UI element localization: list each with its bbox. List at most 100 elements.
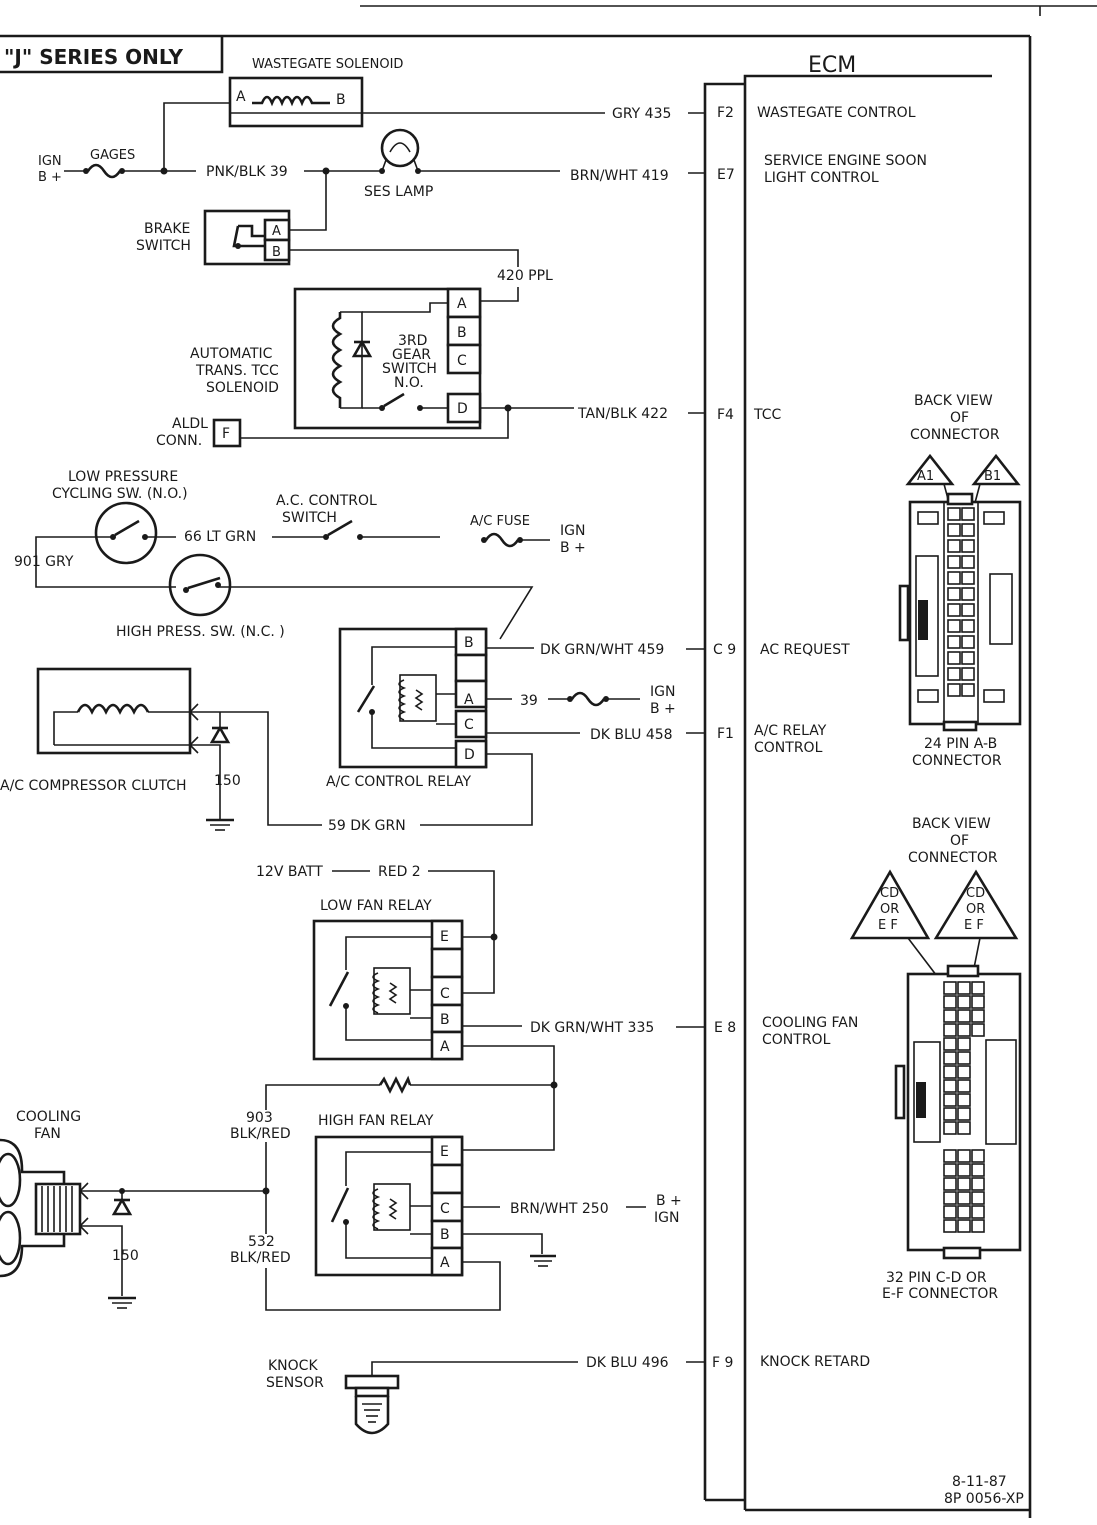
connector-24pin: BACK VIEW OF CONNECTOR A1 B1 xyxy=(898,393,1022,769)
svg-text:A: A xyxy=(464,692,474,708)
svg-text:B: B xyxy=(336,92,346,108)
svg-text:OR: OR xyxy=(966,902,985,917)
wire-dkgrnwht335: DK GRN/WHT 335 xyxy=(530,1020,654,1036)
circuit-fan-1: COOLING FAN xyxy=(762,1015,858,1031)
wire-150b: 150 xyxy=(112,1248,139,1264)
svg-text:IGN: IGN xyxy=(560,523,585,539)
ecm-block: ECM 8-11-87 8P 0056-XP xyxy=(703,53,1030,1512)
brake-switch: BRAKE SWITCH A B 420 PPL xyxy=(136,171,553,302)
svg-text:OF: OF xyxy=(950,833,969,849)
svg-text:CYCLING SW. (N.O.): CYCLING SW. (N.O.) xyxy=(52,486,188,502)
wire-39: 39 xyxy=(520,693,538,709)
circuit-ac-request: AC REQUEST xyxy=(760,642,850,658)
wire-gry435: GRY 435 xyxy=(612,106,671,122)
circuit-fan-2: CONTROL xyxy=(762,1032,831,1048)
ses-lamp-label: SES LAMP xyxy=(364,184,433,200)
svg-text:B +: B + xyxy=(656,1193,682,1209)
svg-text:E F: E F xyxy=(878,918,898,933)
wire-420ppl: 420 PPL xyxy=(497,268,553,284)
circuit-ac-relay-1: A/C RELAY xyxy=(754,723,827,739)
svg-text:12V BATT: 12V BATT xyxy=(256,864,323,880)
ecm-circuits: WASTEGATE CONTROL SERVICE ENGINE SOON LI… xyxy=(753,105,927,1370)
svg-text:BRAKE: BRAKE xyxy=(144,221,190,237)
ac-fuse-label: A/C FUSE xyxy=(470,514,530,529)
wire-dkblu458: DK BLU 458 xyxy=(590,727,673,743)
svg-text:E-F CONNECTOR: E-F CONNECTOR xyxy=(882,1286,998,1302)
svg-text:SWITCH: SWITCH xyxy=(136,238,191,254)
ecm-pins: F2 E7 F4 C 9 F1 E 8 F 9 xyxy=(712,105,736,1371)
svg-text:B +: B + xyxy=(560,540,586,556)
svg-text:SWITCH: SWITCH xyxy=(282,510,337,526)
ac-compressor-clutch: 150 A/C COMPRESSOR CLUTCH 59 DK GRN xyxy=(0,667,406,834)
pin-e8: E 8 xyxy=(714,1020,736,1036)
pin-b1-label: B1 xyxy=(984,469,1001,484)
circuit-knock: KNOCK RETARD xyxy=(760,1354,870,1370)
ac-control-relay: B A C D DK GRN/WHT 459 39 IGN B + DK BLU… xyxy=(326,627,706,826)
svg-text:24 PIN A-B: 24 PIN A-B xyxy=(924,736,997,752)
svg-text:3RD: 3RD xyxy=(398,333,427,349)
low-fan-relay-label: LOW FAN RELAY xyxy=(320,898,432,914)
wastegate-label: WASTEGATE SOLENOID xyxy=(252,57,403,72)
pin-grid-24 xyxy=(947,507,975,697)
svg-text:32 PIN C-D OR: 32 PIN C-D OR xyxy=(886,1270,987,1286)
wire-brnwht250: BRN/WHT 250 xyxy=(510,1201,609,1217)
svg-text:E: E xyxy=(440,929,449,945)
low-fan-relay: 12V BATT RED 2 LOW FAN RELAY E C B A DK … xyxy=(256,864,706,1151)
knock-sensor: KNOCK SENSOR DK BLU 496 xyxy=(266,1355,706,1435)
part-code: 8P 0056-XP xyxy=(944,1491,1024,1507)
wire-red2: RED 2 xyxy=(378,864,421,880)
svg-text:B: B xyxy=(440,1227,450,1243)
svg-text:OR: OR xyxy=(880,902,899,917)
svg-text:CONNECTOR: CONNECTOR xyxy=(912,753,1002,769)
ses-circuit: IGN B + GAGES PNK/BLK 39 SES LAMP BRN/WH… xyxy=(38,128,706,200)
wire-tanblk422: TAN/BLK 422 xyxy=(577,406,668,422)
pin-e7: E7 xyxy=(717,167,735,183)
svg-text:SENSOR: SENSOR xyxy=(266,1375,324,1391)
frame: "J" SERIES ONLY xyxy=(0,5,1097,1518)
wire-brnwht419: BRN/WHT 419 xyxy=(570,168,669,184)
svg-text:OF: OF xyxy=(950,410,969,426)
svg-text:FAN: FAN xyxy=(34,1126,61,1142)
wire-dkgrnwht459: DK GRN/WHT 459 xyxy=(540,642,664,658)
series-title: "J" SERIES ONLY xyxy=(4,45,184,69)
svg-text:C: C xyxy=(440,986,450,1002)
svg-text:HIGH PRESS. SW. (N.C. ): HIGH PRESS. SW. (N.C. ) xyxy=(116,624,285,640)
circuit-tcc: TCC xyxy=(753,407,782,423)
pin-f2: F2 xyxy=(717,105,734,121)
wire-dkblu496: DK BLU 496 xyxy=(586,1355,669,1371)
circuit-ses-2: LIGHT CONTROL xyxy=(764,170,879,186)
svg-text:SWITCH: SWITCH xyxy=(382,361,437,377)
svg-text:IGN: IGN xyxy=(38,154,62,169)
wire-901gry: 901 GRY xyxy=(14,554,74,570)
svg-text:CONNECTOR: CONNECTOR xyxy=(910,427,1000,443)
pin-f9: F 9 xyxy=(712,1355,733,1371)
svg-text:SOLENOID: SOLENOID xyxy=(206,380,279,396)
circuit-ac-relay-2: CONTROL xyxy=(754,740,823,756)
fan-feed-wires: 903 BLK/RED 532 BLK/RED xyxy=(230,1110,291,1266)
wire-66ltgrn: 66 LT GRN xyxy=(184,529,256,545)
svg-text:ALDL: ALDL xyxy=(172,416,208,432)
svg-text:C: C xyxy=(464,717,474,733)
svg-text:B: B xyxy=(464,635,474,651)
wire-150a: 150 xyxy=(214,773,241,789)
svg-text:TRANS. TCC: TRANS. TCC xyxy=(195,363,279,379)
svg-text:CONN.: CONN. xyxy=(156,433,202,449)
svg-text:B +: B + xyxy=(650,701,676,717)
svg-text:B +: B + xyxy=(38,170,62,185)
wire-532: 532 xyxy=(248,1234,275,1250)
pin-f1: F1 xyxy=(717,726,734,742)
date-code: 8-11-87 xyxy=(952,1474,1007,1490)
svg-text:AUTOMATIC: AUTOMATIC xyxy=(190,346,273,362)
tcc-solenoid: AUTOMATIC TRANS. TCC SOLENOID A B C D 3R… xyxy=(190,287,706,439)
svg-text:A: A xyxy=(272,224,281,239)
circuit-ses-1: SERVICE ENGINE SOON xyxy=(764,153,927,169)
svg-text:C: C xyxy=(440,1201,450,1217)
svg-text:B: B xyxy=(457,325,467,341)
svg-text:GEAR: GEAR xyxy=(392,347,431,363)
high-fan-relay: HIGH FAN RELAY E C B A BRN/WHT 250 B + I… xyxy=(265,1113,682,1311)
wire-532-color: BLK/RED xyxy=(230,1250,291,1266)
svg-text:CD: CD xyxy=(880,886,899,901)
svg-text:IGN: IGN xyxy=(650,684,675,700)
pin-c9: C 9 xyxy=(713,642,736,658)
